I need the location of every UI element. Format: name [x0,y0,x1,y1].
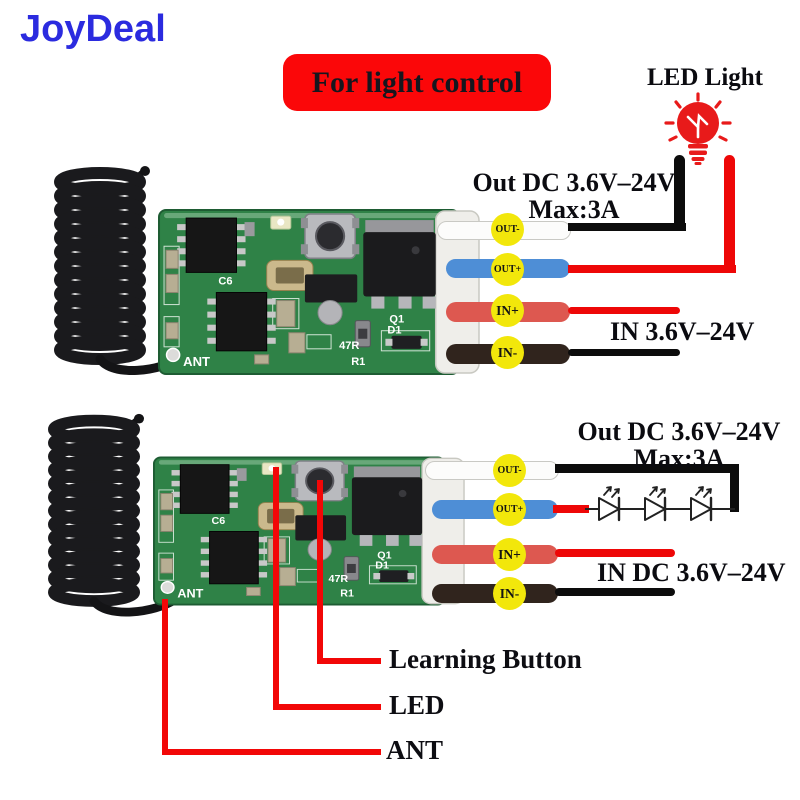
ic-chip-1 [179,464,230,514]
ant-label: ANT [386,735,444,765]
ant-callout-line-v [162,599,168,755]
pcb-module-1: C6 Q1 D1 47R R1 ANT [158,209,480,375]
ic-chip-1 [185,217,237,273]
silk-47r: 47R [329,574,349,585]
wire-out-minus-2 [425,461,559,480]
silk-q1: Q1 [389,314,404,326]
out-plus-line-2 [553,505,589,513]
ant-pad [165,347,181,363]
ic-chip-2 [209,531,259,585]
diode-d1 [379,570,409,583]
brand-logo: JoyDeal [20,8,166,50]
terminal-in-plus-1: IN+ [491,294,524,327]
terminal-in-plus-2: IN+ [493,538,526,571]
terminal-out-plus-2: OUT+ [493,493,526,526]
antenna-coil-2 [48,413,181,617]
out-minus-drop-2 [730,464,739,512]
led-label: LED [389,690,445,720]
bulb-black-wire [674,155,685,231]
led-callout-line-h [273,704,381,710]
in-plus-line-2 [555,549,675,557]
led-light-label: LED Light [646,64,763,91]
module1-out-title: Out DC 3.6V–24V [472,168,676,197]
terminal-in-minus-1: IN- [491,336,524,369]
terminal-out-minus-1: OUT- [491,213,524,246]
learning-button-label: Learning Button [389,644,582,674]
pcb-module-2: C6 Q1 D1 47R R1 ANT [153,456,465,606]
out-minus-line-1 [568,223,686,231]
silk-q1: Q1 [377,551,392,562]
in-minus-line-1 [568,349,680,356]
silk-r1: R1 [340,589,354,600]
module1-out-max: Max:3A [528,195,620,225]
module2-out-max: Max:3A [633,444,725,474]
ant-callout-line-h [162,749,381,755]
module2-out-title: Out DC 3.6V–24V [577,417,781,446]
led-bulb-icon [664,92,732,165]
module1-out-spec: Out DC 3.6V–24V Max:3A [440,169,708,223]
antenna-coil [54,166,187,375]
silk-r1: R1 [351,356,365,368]
ant-pad [160,580,175,594]
led-callout-line-v [273,467,279,710]
mosfet [363,220,436,309]
module2-in-label: IN DC 3.6V–24V [597,558,786,587]
ic-chip-2 [215,292,268,352]
terminal-in-minus-2: IN- [493,577,526,610]
learning-button-callout-line-v [317,480,323,664]
terminal-out-plus-1: OUT+ [491,253,524,286]
in-plus-line-1 [568,307,680,314]
bulb-red-wire [724,155,735,273]
diode-d1 [391,335,422,349]
silk-ant: ANT [177,587,204,600]
sot223-transistor [304,274,358,303]
silk-47r: 47R [339,340,359,352]
module1-in-label: IN 3.6V–24V [610,317,755,346]
silk-c6: C6 [218,275,232,287]
out-plus-line-1 [568,265,736,273]
silk-d1: D1 [375,561,389,572]
banner-text: For light control [311,65,523,99]
silk-ant: ANT [183,354,210,369]
terminal-out-minus-2: OUT- [493,454,526,487]
silk-c6: C6 [212,517,226,528]
silk-d1: D1 [387,325,401,337]
banner: For light control [283,54,551,111]
module2-out-spec: Out DC 3.6V–24V Max:3A [545,418,800,472]
out-minus-line-2 [555,464,739,473]
learning-button-callout-line-h [317,658,381,664]
mosfet [351,466,423,546]
learning-button-component [300,213,360,260]
in-minus-line-2 [555,588,675,596]
led-chain-diagram [585,486,735,522]
